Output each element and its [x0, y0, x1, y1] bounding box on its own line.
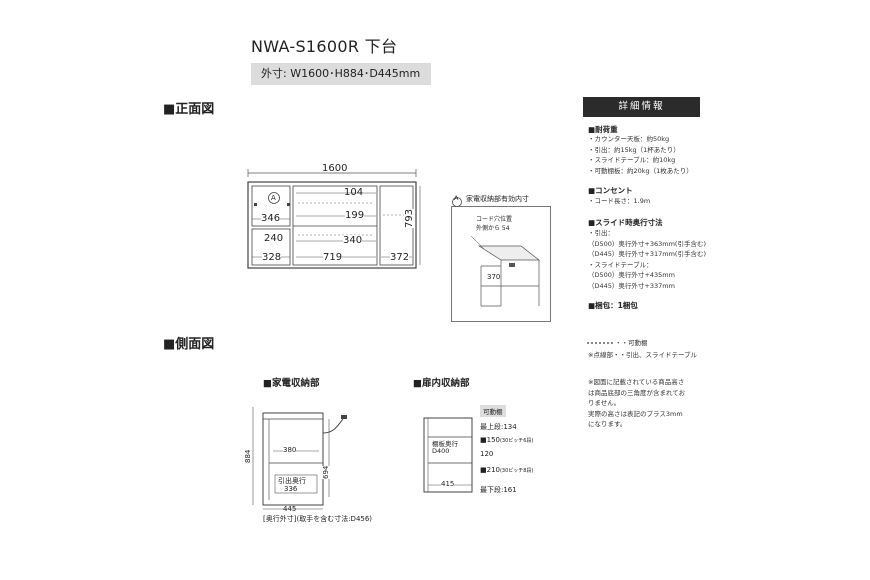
- note-line: ※図面に記載されている商品高さ: [588, 378, 685, 386]
- door-pitch-120: 120: [480, 450, 494, 458]
- door-pitch-210-main: ■210: [480, 466, 500, 474]
- outlet-list: ・コード長さ：1.9m: [588, 196, 650, 207]
- door-bottom-stage: 最下段:161: [480, 486, 517, 494]
- load-item: ・カウンター天板：約50kg: [588, 135, 670, 143]
- inset-cord-note-2: 外側から 54: [476, 225, 510, 232]
- outlet-item: ・コード長さ：1.9m: [588, 197, 651, 205]
- appliance-dim-884: 884: [244, 449, 252, 463]
- slide-item: （D445）奥行外寸+337mm: [588, 281, 675, 290]
- load-list: ・カウンター天板：約50kg ・引出：約15kg（1杯あたり） ・スライドテーブ…: [588, 134, 693, 176]
- door-pitch-150-note: (30ピッチ6段): [499, 438, 534, 444]
- appliance-side-drawing: [252, 407, 347, 510]
- front-dim-793: 793: [404, 208, 415, 228]
- front-dim-199: 199: [345, 210, 365, 221]
- door-board-label-1: 棚板奥行: [432, 440, 458, 448]
- slide-title: ■スライド時奥行寸法: [588, 218, 663, 227]
- side-view-heading: ■側面図: [163, 337, 215, 352]
- front-circle-a: A: [271, 194, 276, 202]
- note-line: になります。: [588, 420, 627, 428]
- door-pitch-150-main: ■150: [480, 436, 500, 444]
- front-dim-328: 328: [262, 252, 282, 263]
- legend-dotted: ※点線部・・引出、スライドテーブル: [588, 351, 698, 359]
- front-dim-104: 104: [344, 187, 364, 198]
- package-info: ■梱包：1梱包: [588, 301, 638, 310]
- note-line: 実際の高さは表記のプラス3mm: [588, 409, 683, 418]
- slide-item: （D500）奥行外寸+435mm: [588, 271, 675, 279]
- door-board-label-2: D400: [432, 447, 450, 455]
- inset-circle-a: A: [454, 194, 459, 202]
- slide-item: ・引出：: [588, 229, 614, 237]
- slide-item: （D445）奥行外寸+317mm(引手含む): [588, 250, 706, 258]
- load-item: ・スライドテーブル：約10kg: [588, 156, 676, 164]
- inset-caption: 家電収納部有効内寸: [466, 195, 529, 203]
- appliance-section-title: ■家電収納部: [263, 378, 320, 389]
- appliance-drawer-label: 引出奥行: [278, 477, 306, 485]
- front-total-width: 1600: [322, 163, 348, 174]
- load-title: ■耐荷重: [588, 125, 618, 134]
- door-side-drawing: [423, 417, 473, 493]
- load-item: ・可動棚板：約20kg（1枚あたり）: [588, 166, 693, 175]
- legend-shelf: ・・可動棚: [615, 339, 648, 347]
- slide-item: ・スライドテーブル：: [588, 260, 653, 269]
- inset-drawing: [451, 206, 551, 322]
- note-line: りません。: [588, 399, 621, 407]
- appliance-dim-694: 694: [322, 465, 330, 479]
- product-title: NWA-S1600R 下台: [251, 37, 398, 56]
- load-item: ・引出：約15kg（1杯あたり）: [588, 145, 680, 154]
- door-section-title: ■扉内収納部: [413, 378, 470, 389]
- slide-list: ・引出： （D500）奥行外寸+363mm(引手含む) （D445）奥行外寸+3…: [588, 228, 706, 291]
- door-pitch-210: ■210(30ピッチ8段): [480, 466, 533, 474]
- door-pitch-210-note: (30ピッチ8段): [499, 468, 534, 474]
- note-line: は商品底部の三角度が含まれてお: [588, 388, 686, 397]
- front-dim-346: 346: [261, 213, 281, 224]
- front-dim-372: 372: [390, 252, 410, 263]
- front-dim-340: 340: [343, 235, 363, 246]
- appliance-depth-note: [奥行外寸](取手を含む寸法:D456): [263, 515, 373, 523]
- door-shelf-label: 可動棚: [480, 405, 506, 417]
- outlet-title: ■コンセント: [588, 186, 633, 195]
- inset-dim-370: 370: [487, 273, 501, 281]
- door-top-stage: 最上段:134: [480, 423, 517, 431]
- door-dim-415: 415: [441, 480, 455, 488]
- inset-cord-note-1: コード穴位置: [476, 216, 513, 223]
- front-view-heading: ■正面図: [163, 102, 215, 117]
- appliance-drawer-depth: 336: [284, 485, 298, 493]
- appliance-dim-445: 445: [283, 505, 297, 513]
- notes-block: ※図面に記載されている商品高さ は商品底部の三角度が含まれてお りません。 実際…: [588, 377, 685, 430]
- front-dim-719: 719: [323, 252, 343, 263]
- outer-dimensions: 外寸: W1600･H884･D445mm: [251, 63, 431, 85]
- door-pitch-150: ■150(30ピッチ6段): [480, 436, 533, 444]
- appliance-dim-380: 380: [283, 446, 297, 454]
- shelf-legend-line: [587, 342, 613, 344]
- slide-item: （D500）奥行外寸+363mm(引手含む): [588, 239, 706, 248]
- front-dim-240: 240: [264, 233, 284, 244]
- details-header: 詳細情報: [583, 97, 700, 117]
